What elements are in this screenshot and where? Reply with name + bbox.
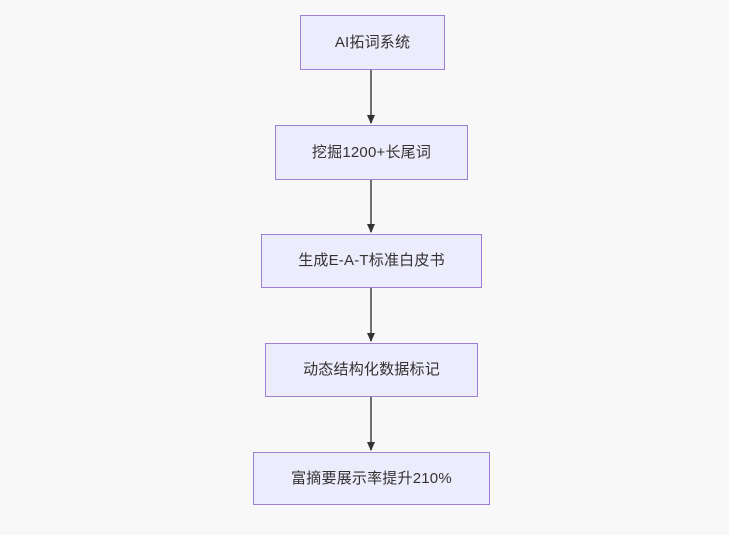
flow-node-label: AI拓词系统 <box>334 33 411 51</box>
flow-node-label: 动态结构化数据标记 <box>303 361 440 378</box>
flow-node-rich-snippet-growth[interactable]: 富摘要展示率提升210% <box>253 452 490 505</box>
flow-node-ai-keyword-system[interactable]: AI拓词系统 <box>300 15 445 70</box>
flow-node-label: 生成E-A-T标准白皮书 <box>298 252 445 269</box>
flow-node-label: 挖掘1200+长尾词 <box>311 143 432 161</box>
flow-node-label: 富摘要展示率提升210% <box>291 469 452 487</box>
flow-node-dynamic-structured-data[interactable]: 动态结构化数据标记 <box>265 343 478 397</box>
flow-node-generate-eat-whitepaper[interactable]: 生成E-A-T标准白皮书 <box>261 234 482 288</box>
flow-node-mine-longtail-keywords[interactable]: 挖掘1200+长尾词 <box>275 125 468 180</box>
